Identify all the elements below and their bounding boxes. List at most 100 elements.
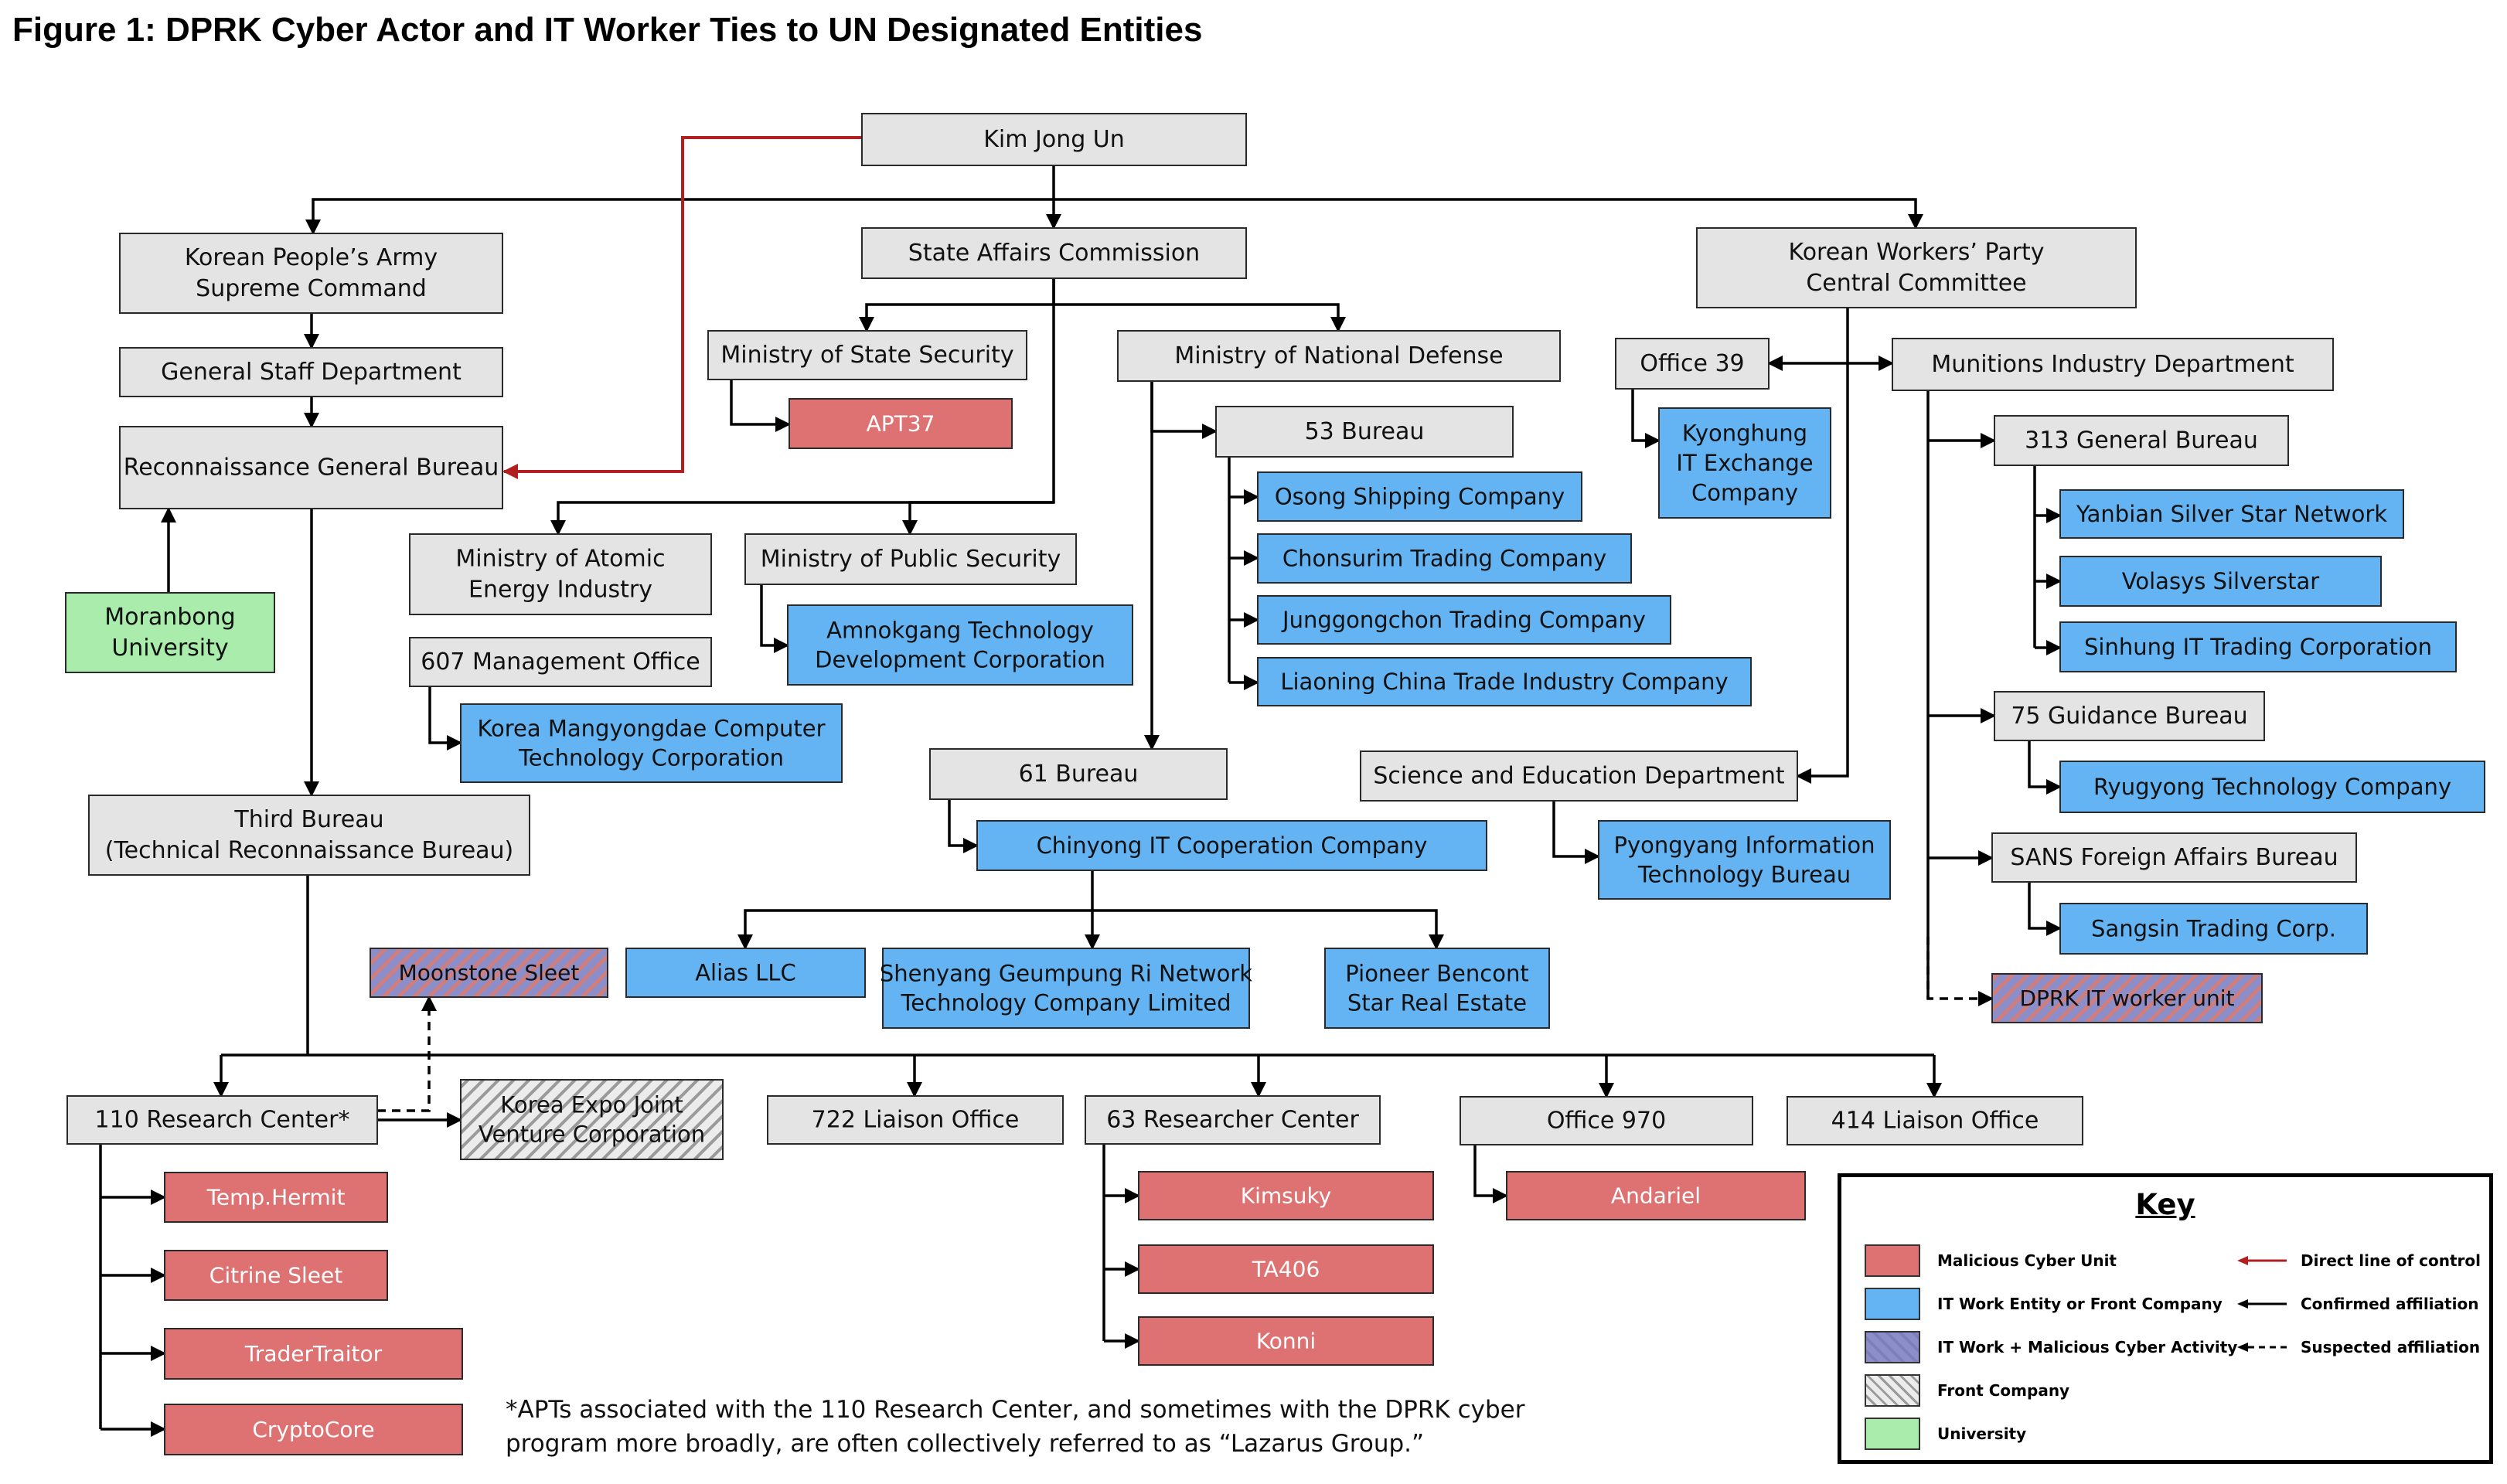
- node-box: [1460, 1096, 1753, 1145]
- node-apt37: APT37: [789, 398, 1013, 449]
- node-box: [767, 1095, 1064, 1145]
- confirmed-affiliation-line: [730, 380, 791, 432]
- confirmed-affiliation-line: [1092, 909, 1444, 950]
- node-box: [707, 330, 1027, 380]
- node-label: Ministry of National Defense: [1174, 342, 1503, 369]
- node-box: [882, 948, 1250, 1029]
- node-box: [861, 113, 1247, 166]
- node-label: Pioneer Bencont: [1345, 960, 1528, 986]
- node-ryugyong: Ryugyong Technology Company: [2059, 761, 2485, 813]
- node-label: SANS Foreign Affairs Bureau: [2010, 844, 2338, 871]
- node-l414: 414 Liaison Office: [1787, 1096, 2083, 1145]
- node-label: Ryugyong Technology Company: [2093, 774, 2451, 800]
- node-r63: 63 Researcher Center: [1085, 1095, 1381, 1145]
- node-label: Ministry of State Security: [720, 342, 1013, 369]
- node-label: Korean People’s Army: [185, 244, 438, 271]
- node-label: Third Bureau: [233, 806, 383, 833]
- confirmed-affiliation-line: [550, 278, 1055, 536]
- node-label: University: [111, 635, 228, 662]
- confirmed-affiliation-line: [1552, 801, 1600, 864]
- legend-key: Key Malicious Cyber Unit IT Work Entity …: [1838, 1173, 2493, 1464]
- node-l722: 722 Liaison Office: [767, 1095, 1064, 1145]
- node-mss: Ministry of State Security: [707, 330, 1027, 380]
- node-label: General Staff Department: [161, 359, 462, 386]
- node-box: [1117, 330, 1561, 382]
- node-sinhung: Sinhung IT Trading Corporation: [2059, 621, 2457, 672]
- node-label: DPRK IT worker unit: [2019, 985, 2234, 1011]
- node-label: 53 Bureau: [1305, 418, 1425, 445]
- node-box: [1257, 471, 1582, 522]
- node-trader: TraderTraitor: [164, 1328, 463, 1380]
- confirmed-affiliation-line: [859, 278, 1055, 332]
- footnote: *APTs associated with the 110 Research C…: [506, 1393, 1588, 1461]
- direct-control-line: [502, 136, 862, 479]
- node-box: [1994, 691, 2265, 741]
- node-label: Technology Company Limited: [901, 990, 1231, 1016]
- node-sans: SANS Foreign Affairs Bureau: [1991, 832, 2357, 883]
- node-ta406: TA406: [1138, 1244, 1434, 1294]
- node-label: Andariel: [1611, 1183, 1701, 1209]
- node-box: [1215, 406, 1514, 458]
- node-label: Amnokgang Technology: [826, 617, 1094, 643]
- node-box: [409, 637, 712, 687]
- node-box: [1598, 820, 1891, 900]
- confirmed-affiliation-line: [760, 584, 789, 653]
- legend-label: Confirmed affiliation: [2301, 1295, 2479, 1313]
- node-chinyong: Chinyong IT Cooperation Company: [976, 820, 1487, 871]
- confirmed-affiliation-line: [737, 870, 1094, 950]
- node-label: Science and Education Department: [1373, 763, 1784, 790]
- node-r110: 110 Research Center*: [66, 1095, 378, 1145]
- node-label: Technology Bureau: [1637, 862, 1851, 888]
- node-box: [1787, 1096, 2083, 1145]
- node-label: 414 Liaison Office: [1831, 1108, 2039, 1135]
- suspected-affiliation-line: [1926, 937, 1994, 1006]
- node-box: [1138, 1316, 1434, 1366]
- node-label: Ministry of Atomic: [455, 546, 665, 573]
- confirmed-affiliation-line: [2028, 882, 2062, 936]
- legend-label: Suspected affiliation: [2301, 1338, 2481, 1356]
- node-label: IT Exchange: [1676, 450, 1813, 476]
- node-label: Chonsurim Trading Company: [1282, 546, 1606, 572]
- node-m607: 607 Management Office: [409, 637, 712, 687]
- node-label: (Technical Reconnaissance Bureau): [105, 837, 514, 864]
- node-jung: Junggongchon Trading Company: [1257, 595, 1671, 645]
- node-rgb: Reconnaissance General Bureau: [119, 426, 503, 509]
- node-label: TraderTraitor: [244, 1341, 383, 1367]
- node-sangsin: Sangsin Trading Corp.: [2059, 903, 2368, 955]
- confirmed-affiliation-line: [1631, 389, 1661, 448]
- legend-item-suspected: Suspected affiliation: [2236, 1330, 2480, 1364]
- node-box: [2059, 556, 2382, 607]
- node-mid: Munitions Industry Department: [1892, 338, 2334, 391]
- connector-lines: [99, 136, 2062, 1437]
- legend-item-it-front: IT Work Entity or Front Company: [1865, 1287, 2223, 1321]
- node-label: Alias LLC: [695, 960, 796, 986]
- legend-item-confirmed: Confirmed affiliation: [2236, 1287, 2478, 1321]
- node-itunit: DPRK IT worker unit: [1991, 973, 2263, 1023]
- legend-label: IT Work Entity or Front Company: [1937, 1295, 2223, 1313]
- node-andariel: Andariel: [1506, 1171, 1806, 1220]
- node-liaoning: Liaoning China Trade Industry Company: [1257, 657, 1752, 706]
- node-box: [460, 1079, 724, 1160]
- node-box: [88, 795, 530, 876]
- node-label: Company: [1691, 479, 1798, 505]
- node-b53: 53 Bureau: [1215, 406, 1514, 458]
- node-moonstone: Moonstone Sleet: [370, 948, 608, 998]
- node-label: Office 39: [1640, 350, 1744, 377]
- confirmed-affiliation-line: [428, 686, 462, 751]
- node-crypto: CryptoCore: [164, 1404, 463, 1455]
- figure-title: Figure 1: DPRK Cyber Actor and IT Worker…: [12, 11, 1203, 49]
- node-volasys: Volasys Silverstar: [2059, 556, 2382, 607]
- node-citrine: Citrine Sleet: [164, 1250, 388, 1301]
- node-box: [164, 1172, 388, 1223]
- node-box: [1658, 407, 1831, 519]
- legend-item-direct-control: Direct line of control: [2236, 1244, 2481, 1278]
- node-sac: State Affairs Commission: [861, 227, 1247, 279]
- node-temphermit: Temp.Hermit: [164, 1172, 388, 1223]
- footnote-line: *APTs associated with the 110 Research C…: [506, 1396, 1525, 1424]
- node-alias: Alias LLC: [625, 948, 866, 998]
- node-label: Junggongchon Trading Company: [1281, 607, 1646, 633]
